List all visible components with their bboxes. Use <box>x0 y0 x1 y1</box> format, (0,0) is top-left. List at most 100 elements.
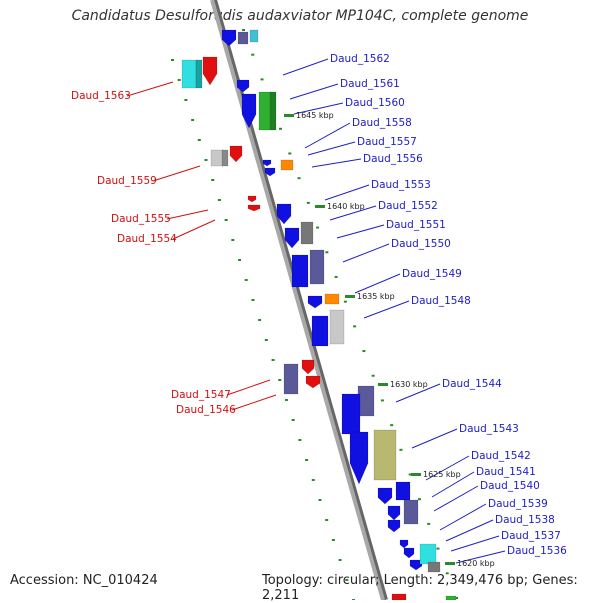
gene-label-forward[interactable]: Daud_1539 <box>488 498 548 510</box>
gene-label-reverse[interactable]: Daud_1554 <box>117 233 177 245</box>
tick-mark-right <box>399 448 403 451</box>
tick-mark-left <box>177 79 181 81</box>
gene-block <box>324 293 340 305</box>
tick-mark-right <box>427 522 431 525</box>
gene-leader-line <box>307 141 356 156</box>
tick-mark-right <box>297 177 301 180</box>
gene-label-forward[interactable]: Daud_1538 <box>495 514 555 526</box>
gene-block <box>195 59 203 89</box>
tick-mark-right <box>288 152 292 155</box>
tick-mark-right <box>260 78 264 81</box>
backbone <box>210 0 385 600</box>
gene-leader-line <box>304 122 351 149</box>
gene-leader-line <box>311 158 362 168</box>
gene-label-forward[interactable]: Daud_1562 <box>330 53 390 65</box>
gene-label-forward[interactable]: Daud_1537 <box>501 530 561 542</box>
tick-mark-right <box>242 29 245 31</box>
gene-arrow <box>403 547 415 559</box>
gene-label-forward[interactable]: Daud_1551 <box>386 219 446 231</box>
gene-block <box>269 91 277 131</box>
gene-label-reverse[interactable]: Daud_1559 <box>97 175 157 187</box>
gene-arrow <box>284 227 300 249</box>
tick-mark-right <box>380 399 384 402</box>
gene-arrow <box>241 93 257 129</box>
tick-mark-left <box>204 159 208 161</box>
gene-arrow <box>262 159 272 167</box>
gene-arrow <box>236 79 250 93</box>
gene-leader-line <box>324 184 370 201</box>
gene-leader-line <box>329 205 377 221</box>
kbp-marker: 1625 kbp <box>423 470 461 479</box>
gene-leader-line <box>439 503 487 531</box>
gene-arrow <box>349 431 369 485</box>
tick-mark-right <box>353 325 357 328</box>
gene-leader-line <box>363 300 410 319</box>
genome-title: Candidatus Desulforudis audaxviator MP10… <box>71 8 529 24</box>
gene-leader-line <box>411 428 458 449</box>
gene-label-forward[interactable]: Daud_1561 <box>340 78 400 90</box>
gene-label-forward[interactable]: Daud_1553 <box>371 179 431 191</box>
gene-arrow <box>399 539 409 549</box>
tick-mark-left <box>338 559 342 561</box>
tick-mark-left <box>318 499 322 501</box>
gene-arrow <box>377 487 393 505</box>
gene-block <box>395 481 411 501</box>
tick-mark-left <box>258 319 262 321</box>
gene-leader-line <box>231 394 277 411</box>
gene-block <box>249 29 259 43</box>
gene-label-forward[interactable]: Daud_1543 <box>459 423 519 435</box>
gene-label-forward[interactable]: Daud_1541 <box>476 466 536 478</box>
gene-leader-line <box>166 209 209 220</box>
tick-mark-left <box>291 419 295 421</box>
kbp-tick <box>445 562 455 565</box>
tick-mark-left <box>251 299 255 301</box>
gene-label-forward[interactable]: Daud_1544 <box>442 378 502 390</box>
gene-block <box>291 254 309 288</box>
gene-label-forward[interactable]: Daud_1552 <box>378 200 438 212</box>
gene-label-forward[interactable]: Daud_1557 <box>357 136 417 148</box>
tick-mark-right <box>279 127 283 130</box>
gene-block <box>403 499 419 525</box>
tick-mark-right <box>371 374 375 377</box>
gene-label-forward[interactable]: Daud_1536 <box>507 545 567 557</box>
gene-leader-line <box>342 243 390 263</box>
gene-block <box>341 393 361 435</box>
gene-leader-line <box>354 273 401 294</box>
gene-arrow <box>387 505 401 521</box>
gene-label-reverse[interactable]: Daud_1563 <box>71 90 131 102</box>
gene-label-forward[interactable]: Daud_1549 <box>402 268 462 280</box>
gene-label-forward[interactable]: Daud_1548 <box>411 295 471 307</box>
gene-label-reverse[interactable]: Daud_1546 <box>176 404 236 416</box>
gene-arrow <box>202 56 218 86</box>
gene-label-forward[interactable]: Daud_1540 <box>480 480 540 492</box>
gene-label-forward[interactable]: Daud_1560 <box>345 97 405 109</box>
tick-mark-left <box>331 539 335 541</box>
gene-label-reverse[interactable]: Daud_1555 <box>111 213 171 225</box>
gene-arrow <box>305 375 321 389</box>
gene-leader-line <box>282 58 329 76</box>
gene-label-forward[interactable]: Daud_1556 <box>363 153 423 165</box>
gene-block <box>373 429 397 481</box>
kbp-marker: 1620 kbp <box>457 559 495 568</box>
gene-block <box>311 315 329 347</box>
tick-mark-left <box>244 279 248 281</box>
gene-label-forward[interactable]: Daud_1542 <box>471 450 531 462</box>
tick-mark-left <box>284 399 288 401</box>
gene-label-forward[interactable]: Daud_1558 <box>352 117 412 129</box>
gene-leader-line <box>126 81 174 97</box>
tick-mark-left <box>345 579 349 581</box>
gene-leader-line <box>433 485 479 512</box>
gene-block <box>419 543 437 565</box>
gene-arrow <box>247 204 261 212</box>
kbp-tick <box>411 473 421 476</box>
kbp-marker: 1645 kbp <box>296 111 334 120</box>
gene-leader-line <box>425 455 470 481</box>
gene-leader-line <box>152 165 201 182</box>
gene-label-reverse[interactable]: Daud_1547 <box>171 389 231 401</box>
gene-block <box>309 249 325 285</box>
gene-arrow <box>221 29 237 47</box>
tick-mark-right <box>455 597 458 599</box>
gene-label-forward[interactable]: Daud_1550 <box>391 238 451 250</box>
gene-arrow <box>301 359 315 375</box>
tick-mark-left <box>311 479 315 481</box>
